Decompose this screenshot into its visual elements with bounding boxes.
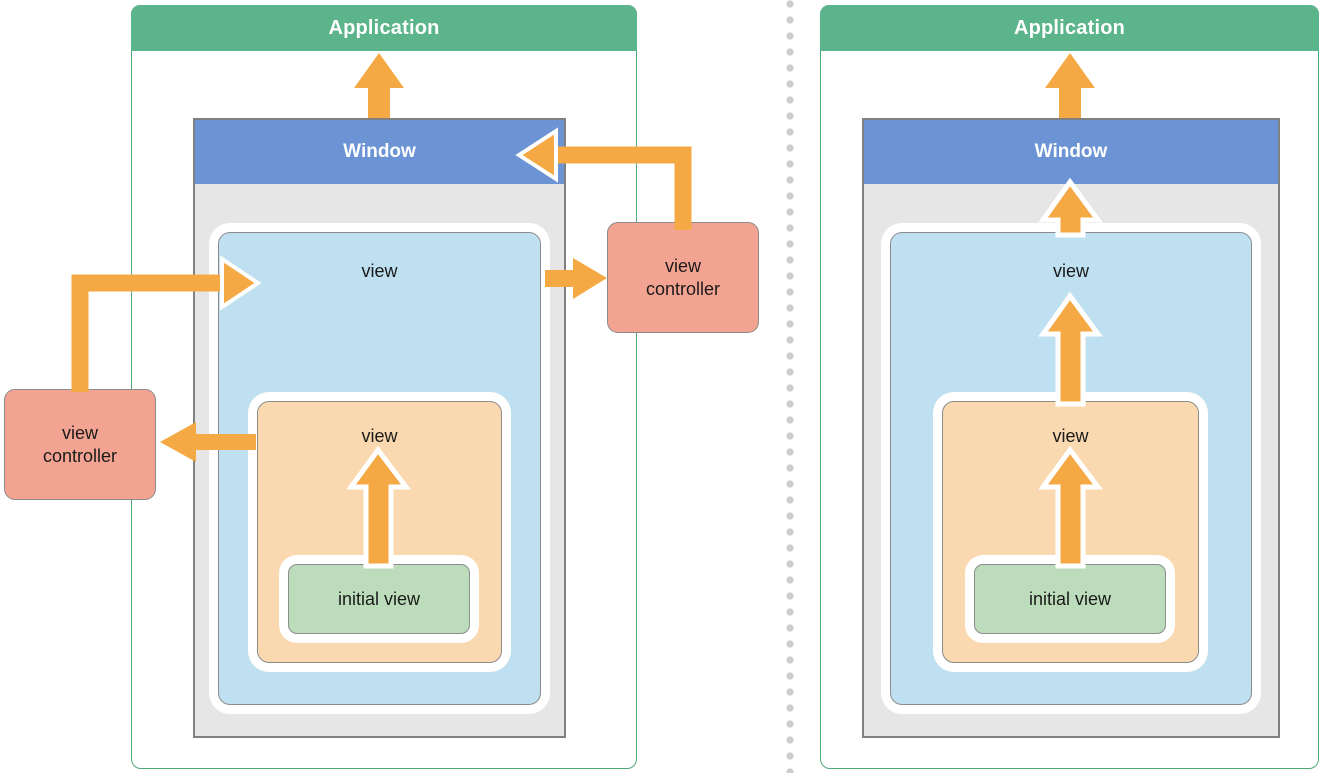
view-controller-lower-line2: controller xyxy=(42,445,118,466)
view-controller-upper-label: view controller xyxy=(646,255,720,300)
window-header-left: Window xyxy=(195,120,564,184)
view-inner-right-label: view xyxy=(1052,426,1089,446)
initial-view-right-label: initial view xyxy=(1028,589,1112,609)
window-header-right: Window xyxy=(864,120,1278,184)
view-controller-upper-left-panel: view controller xyxy=(607,222,759,333)
dotted-divider xyxy=(786,0,794,773)
view-inner-left-label: view xyxy=(361,426,398,446)
view-controller-lower-line1: view xyxy=(61,423,98,443)
application-header-right: Application xyxy=(820,5,1319,51)
view-controller-lower-label: view controller xyxy=(43,422,117,467)
initial-view-left: initial view xyxy=(288,564,470,634)
initial-view-left-label: initial view xyxy=(337,589,421,609)
view-outer-left-label: view xyxy=(361,261,398,281)
view-controller-lower-left-panel: view controller xyxy=(4,389,156,500)
initial-view-right: initial view xyxy=(974,564,1166,634)
panel-right: Application xyxy=(820,5,1319,769)
view-controller-upper-line1: view xyxy=(664,256,701,276)
panel-left: Application xyxy=(131,5,637,769)
view-controller-upper-line2: controller xyxy=(645,278,721,299)
application-header-left: Application xyxy=(131,5,637,51)
view-outer-right-label: view xyxy=(1052,261,1089,281)
